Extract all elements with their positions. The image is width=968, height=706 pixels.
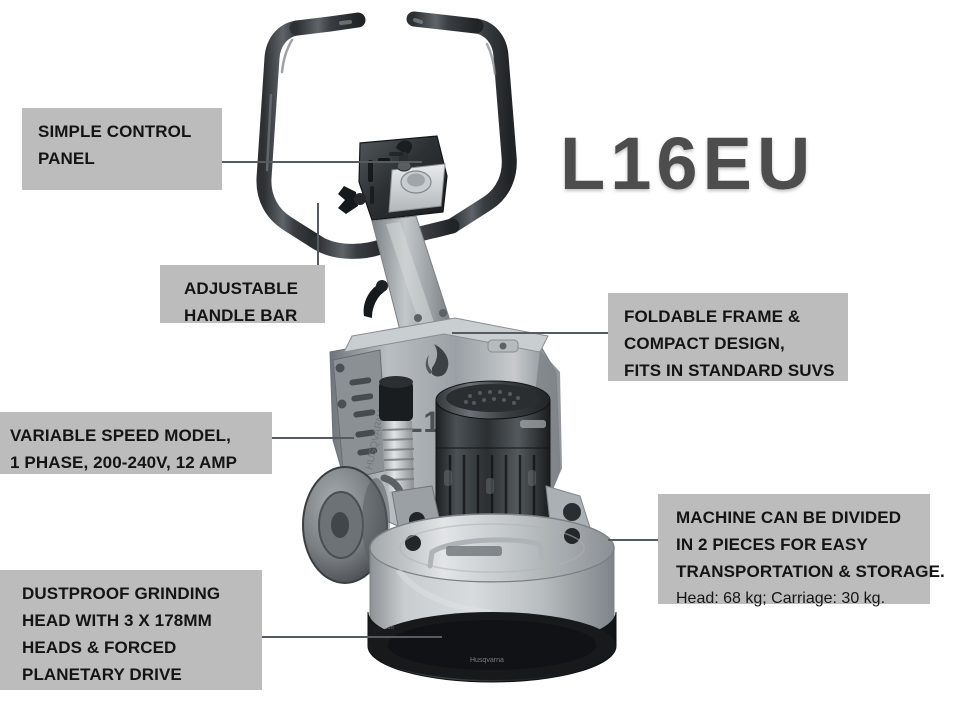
callout-line: ADJUSTABLE [184,279,299,298]
callout-line: PANEL [38,149,95,168]
callout-adjustable-handle-bar: ADJUSTABLE HANDLE BAR [160,265,325,325]
callout-line: HEADS & FORCED [22,638,177,657]
callout-line: HANDLE BAR [184,306,298,325]
leader-line-divided [608,539,658,541]
leader-line-foldable-frame [452,332,608,334]
dust-hose-part [379,376,415,492]
page-title: L16EU [560,122,816,205]
callout-foldable-frame: FOLDABLE FRAME & COMPACT DESIGN, FITS IN… [608,293,848,381]
callout-line: MACHINE CAN BE DIVIDED [676,508,902,527]
callout-line: COMPACT DESIGN, [624,334,785,353]
leader-line-handle-bar [317,203,319,265]
dust-skirt-part: Husqvarna L16 [367,611,617,683]
brand-logo-icon [425,344,449,377]
leader-line-variable-speed [272,437,354,439]
callout-line: 1 PHASE, 200-240V, 12 AMP [10,453,238,472]
callout-machine-divided: MACHINE CAN BE DIVIDED IN 2 PIECES FOR E… [658,494,945,607]
callout-simple-control-panel: SIMPLE CONTROL PANEL [22,108,222,190]
callout-line: DUSTPROOF GRINDING [22,584,221,603]
callout-variable-speed-model: VARIABLE SPEED MODEL, 1 PHASE, 200-240V,… [0,412,272,474]
callout-dustproof-grinding-head: DUSTPROOF GRINDING HEAD WITH 3 X 178MM H… [0,570,262,690]
svg-text:L16: L16 [384,625,395,631]
callout-line: FOLDABLE FRAME & [624,307,801,326]
callout-line: PLANETARY DRIVE [22,665,182,684]
callout-line: FITS IN STANDARD SUVS [624,361,835,380]
callout-line: TRANSPORTATION & STORAGE. [676,562,945,581]
callout-line: IN 2 PIECES FOR EASY [676,535,868,554]
leader-line-control-panel [222,161,422,163]
control-panel-part [338,135,448,221]
callout-subline-weights: Head: 68 kg; Carriage: 30 kg. [676,590,886,607]
callout-line: HEAD WITH 3 X 178MM [22,611,212,630]
callout-line: VARIABLE SPEED MODEL, [10,426,231,445]
callout-line: SIMPLE CONTROL [38,122,192,141]
leader-line-dustproof [262,636,442,638]
transport-wheel-part [302,466,406,584]
svg-text:Husqvarna: Husqvarna [470,657,504,664]
